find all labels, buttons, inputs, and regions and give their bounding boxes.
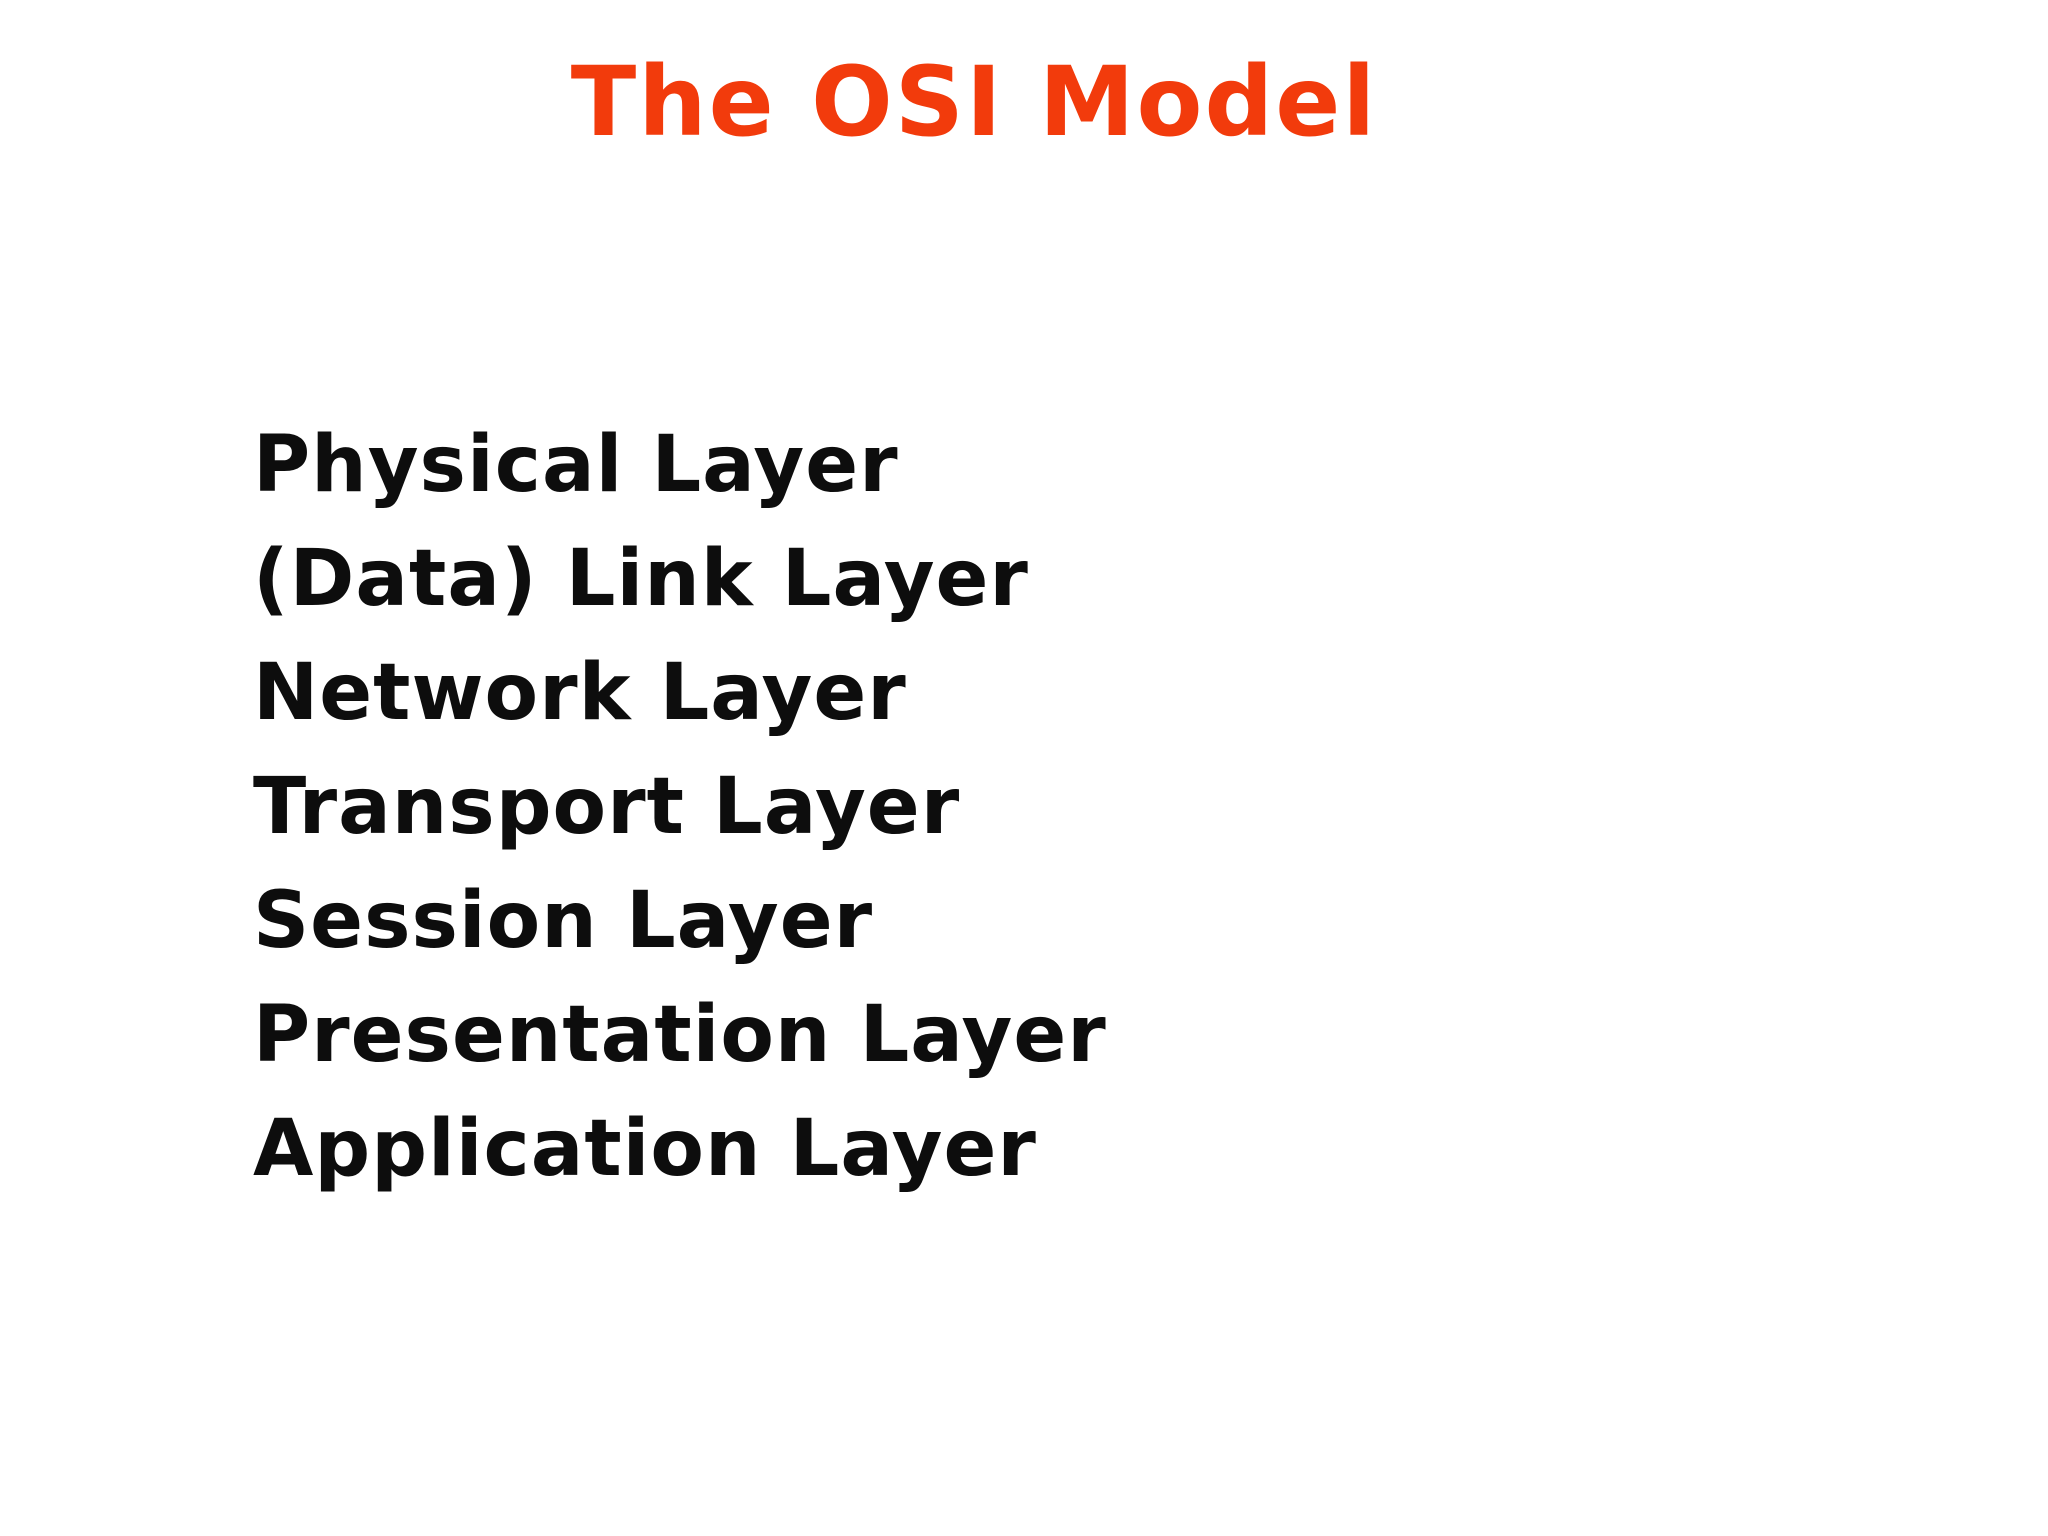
layer-item-session: Session Layer bbox=[253, 876, 874, 966]
layer-item-physical: Physical Layer bbox=[253, 420, 899, 510]
layer-item-application: Application Layer bbox=[253, 1104, 1037, 1194]
layer-item-data-link: (Data) Link Layer bbox=[253, 534, 1029, 624]
slide-title: The OSI Model bbox=[570, 46, 1378, 158]
osi-layer-list: Physical Layer (Data) Link Layer Network… bbox=[253, 408, 1107, 1206]
layer-item-transport: Transport Layer bbox=[253, 762, 961, 852]
layer-item-network: Network Layer bbox=[253, 648, 907, 738]
layer-item-presentation: Presentation Layer bbox=[253, 990, 1107, 1080]
